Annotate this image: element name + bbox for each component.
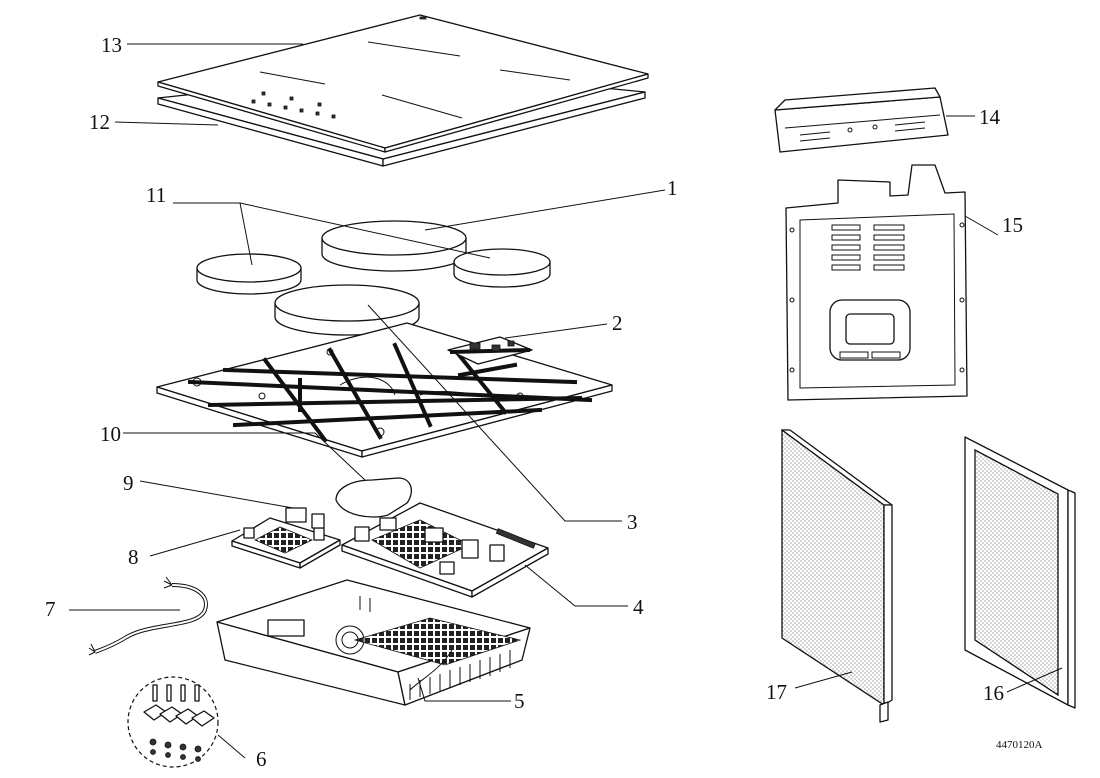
part-4-power-board (341, 502, 549, 598)
label-7: 7 (45, 597, 56, 621)
part-2-sensor-module (447, 336, 533, 365)
label-9: 9 (123, 471, 134, 495)
part-17-side-panel (781, 428, 893, 723)
part-16-side-panel (964, 436, 1076, 709)
label-11: 11 (146, 183, 166, 207)
coil-small-left (196, 253, 302, 295)
label-12: 12 (89, 110, 110, 134)
label-15: 15 (1002, 213, 1023, 237)
vent-slots (831, 224, 905, 271)
touch-control-marks (251, 91, 336, 119)
part-5-bottom-housing (216, 579, 531, 706)
part-6-fixing-kit (127, 676, 219, 768)
coil-carrier-plate (156, 322, 613, 458)
part-8-control-board (231, 517, 341, 569)
label-1: 1 (667, 176, 678, 200)
coil-large-rear (321, 220, 467, 272)
label-10: 10 (100, 422, 121, 446)
label-17: 17 (766, 680, 787, 704)
label-13: 13 (101, 33, 122, 57)
drawing-code: 4470120A (996, 739, 1043, 751)
part-labels: 13 12 11 1 2 10 9 3 8 7 4 5 6 14 15 17 1… (45, 33, 1043, 771)
fixing-brackets (143, 704, 215, 727)
leader-lines (69, 43, 1063, 759)
part-7-power-cable (88, 576, 208, 656)
part-15-back-panel (785, 164, 968, 401)
label-14: 14 (979, 105, 1001, 129)
housing-fins (409, 650, 511, 700)
part-14-bracket (774, 87, 949, 153)
coil-small-right (453, 248, 551, 288)
label-6: 6 (256, 747, 267, 771)
label-5: 5 (514, 689, 525, 713)
label-3: 3 (627, 510, 638, 534)
label-4: 4 (633, 595, 644, 619)
part-10-fan-cover (335, 477, 413, 518)
label-2: 2 (612, 311, 623, 335)
label-8: 8 (128, 545, 139, 569)
label-16: 16 (983, 681, 1004, 705)
part-9-relay-block (285, 507, 325, 529)
fixing-screws-top (152, 684, 200, 702)
part-13-glass-top (157, 14, 649, 153)
coil-large-front (274, 284, 420, 336)
fixing-screws-bottom (149, 738, 202, 762)
